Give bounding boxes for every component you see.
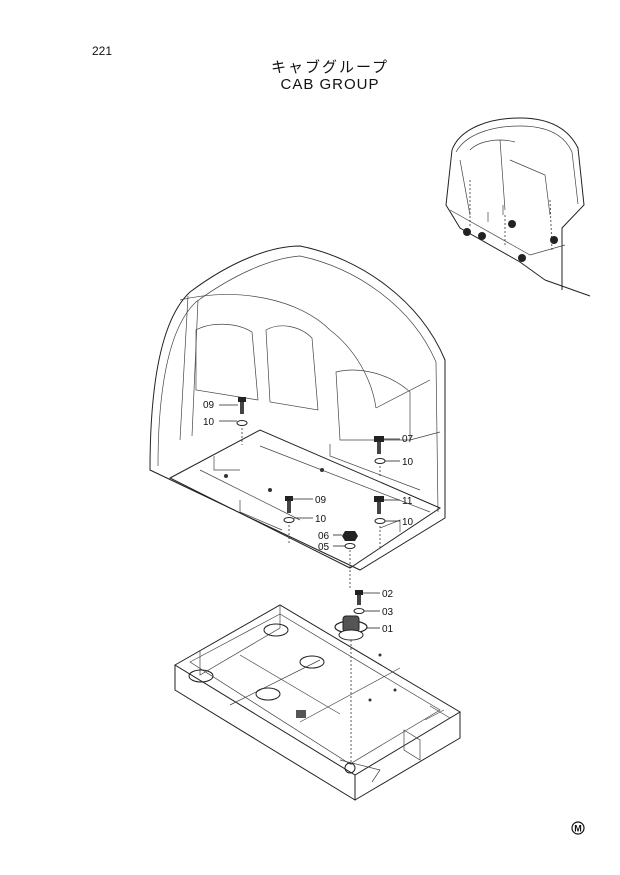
title-english: CAB GROUP [280,76,380,93]
leader-lines [219,404,400,629]
page-number: 221 [92,44,113,58]
title-japanese: キャブグループ [270,59,390,76]
bolt-09-lower [285,496,293,513]
callout-11: 11 [402,496,413,507]
base-frame [174,604,461,801]
circled-m-mark: M [571,821,585,835]
washer-10-lower [283,517,295,523]
bolt-09-upper [238,397,246,414]
washer-05 [344,543,356,549]
svg-text:M: M [574,824,582,834]
callout-09-upper: 09 [203,400,215,411]
callout-02: 02 [382,589,394,600]
washer-03 [353,608,365,614]
callout-10-upper: 10 [203,417,215,428]
inset-cab-view [445,117,591,297]
washer-10-lower-right [374,518,386,524]
callout-10-lower-right: 10 [402,517,414,528]
washer-10-upper [236,420,248,426]
callout-10-lower: 10 [315,514,327,525]
callout-09-lower: 09 [315,495,327,506]
bolt-02 [355,590,363,605]
callout-03: 03 [382,607,394,618]
bolt-07 [374,436,384,454]
cab-body [149,245,446,571]
callout-06: 06 [318,531,330,542]
nut-06 [342,531,358,541]
callout-01: 01 [382,624,394,635]
callout-07: 07 [402,434,414,445]
callout-10-right: 10 [402,457,414,468]
callout-05: 05 [318,542,330,553]
washer-10-right [374,458,386,464]
bolt-11 [374,496,384,514]
damper-mount-01 [334,615,368,641]
